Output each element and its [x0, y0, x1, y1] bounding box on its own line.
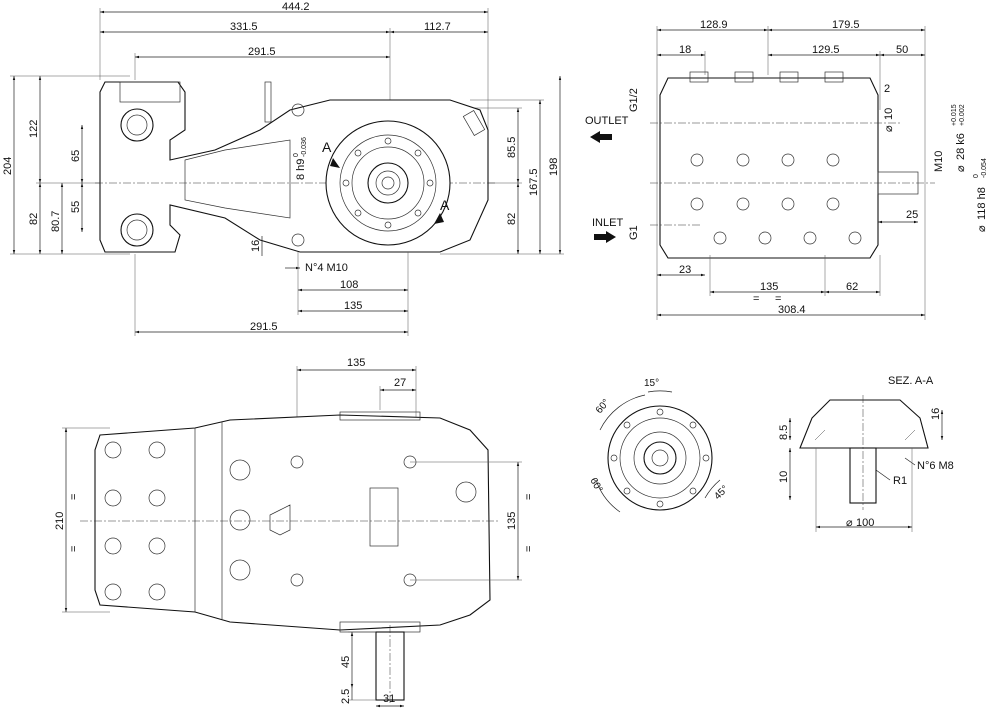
dim-198: 198 — [548, 158, 560, 176]
equal-mark-2: = — [775, 293, 781, 305]
dim-85-5: 85.5 — [506, 137, 518, 158]
angle-15: 15° — [644, 378, 659, 389]
dim-62: 62 — [846, 281, 858, 293]
dim-108: 108 — [340, 279, 358, 291]
dim-m10: M10 — [933, 151, 945, 172]
dim-45: 45 — [340, 656, 352, 668]
shaft-tol-lower: +0.002 — [959, 104, 966, 126]
flange-view: 15° 60° 60° 45° — [587, 378, 731, 513]
section-title: SEZ. A-A — [888, 375, 934, 387]
bolt-spec-m8: N°6 M8 — [917, 460, 954, 472]
dim-16-section: 16 — [930, 408, 942, 420]
dim-82-right: 82 — [506, 213, 518, 225]
section-view: SEZ. A-A 8.5 16 10 N°6 M8 R1 ⌀ 100 — [778, 375, 954, 532]
dim-80-7: 80.7 — [50, 211, 62, 232]
section-marker-a-top: A — [322, 139, 332, 155]
dim-210: 210 — [54, 512, 66, 530]
outlet-arrow-icon — [590, 131, 612, 143]
dim-291-5-top: 291.5 — [248, 46, 276, 58]
dim-112-7: 112.7 — [424, 21, 451, 33]
dim-128-9: 128.9 — [700, 19, 728, 31]
dim-27: 27 — [394, 377, 406, 389]
nameplate — [369, 487, 399, 547]
dim-100: 100 — [856, 517, 874, 529]
dim-135-right: 135 — [506, 512, 518, 530]
dim-8-5: 8.5 — [778, 425, 790, 440]
dim-2: 2 — [884, 83, 890, 95]
dim-331-5: 331.5 — [230, 21, 258, 33]
equal-mark-left-1: = — [68, 494, 80, 500]
dim-50: 50 — [896, 44, 908, 56]
key-tolerance-upper: 0 — [293, 153, 300, 157]
equal-mark-left-2: = — [68, 546, 80, 552]
dim-2-5: 2.5 — [340, 689, 352, 704]
front-view: 128.9 179.5 18 129.5 50 OUTLET G1/2 — [585, 19, 988, 320]
dim-135-front: 135 — [760, 281, 778, 293]
dim-diameter-10: 10 — [883, 108, 895, 120]
dim-291-5-bottom: 291.5 — [250, 321, 278, 333]
flange-tol-lower: -0.054 — [981, 158, 988, 178]
section-diameter-symbol: ⌀ — [846, 517, 853, 529]
dim-129-5: 129.5 — [812, 44, 840, 56]
diameter-10-symbol: ⌀ — [883, 125, 895, 132]
dim-167-5: 167.5 — [528, 168, 540, 196]
dim-82-left: 82 — [28, 213, 40, 225]
inlet-label: INLET — [592, 217, 623, 229]
equal-mark-1: = — [753, 293, 759, 305]
manifold-outline — [659, 77, 879, 259]
outlet-thread: G1/2 — [628, 88, 640, 112]
angle-60-top: 60° — [594, 397, 612, 416]
key-tolerance-label: 8 h9 — [295, 159, 307, 180]
dim-179-5: 179.5 — [832, 19, 860, 31]
dim-55: 55 — [70, 201, 82, 213]
radius-r1: R1 — [893, 475, 907, 487]
dim-10-section: 10 — [778, 471, 790, 483]
dim-23: 23 — [679, 264, 691, 276]
shaft-diameter-symbol: ⌀ — [955, 165, 967, 172]
dim-135-side: 135 — [344, 300, 362, 312]
angle-60-bottom: 60° — [587, 476, 604, 495]
flange-diameter-label: 118 h8 — [976, 187, 988, 220]
dim-25: 25 — [906, 209, 918, 221]
dim-122: 122 — [28, 120, 40, 138]
dim-65: 65 — [70, 150, 82, 162]
dim-204: 204 — [2, 157, 14, 175]
dim-308-4: 308.4 — [778, 304, 806, 316]
equal-mark-right-2: = — [523, 546, 535, 552]
outlet-label: OUTLET — [585, 115, 629, 127]
side-view: 444.2 331.5 112.7 291.5 204 122 82 65 55… — [2, 1, 564, 336]
shaft-tol-upper: +0.015 — [951, 104, 958, 126]
inlet-thread: G1 — [628, 225, 640, 240]
angle-45: 45° — [712, 484, 730, 502]
top-view: 135 27 210 = = — [54, 357, 535, 708]
section-marker-a-bottom: A — [440, 197, 450, 213]
flange-diameter-symbol: ⌀ — [976, 225, 988, 232]
equal-mark-right-1: = — [523, 494, 535, 500]
dim-135-top: 135 — [347, 357, 365, 369]
key-tolerance-lower: -0.036 — [301, 137, 308, 157]
dim-16: 16 — [250, 240, 262, 252]
bolt-spec-m10: N°4 M10 — [305, 262, 348, 274]
dim-18: 18 — [679, 44, 691, 56]
top-view-outline — [94, 414, 491, 631]
flange-tol-upper: 0 — [973, 174, 980, 178]
dim-444-2: 444.2 — [282, 1, 310, 13]
dim-31: 31 — [383, 693, 395, 705]
inlet-arrow-icon — [594, 231, 616, 243]
shaft-diameter-label: 28 k6 — [955, 133, 967, 160]
